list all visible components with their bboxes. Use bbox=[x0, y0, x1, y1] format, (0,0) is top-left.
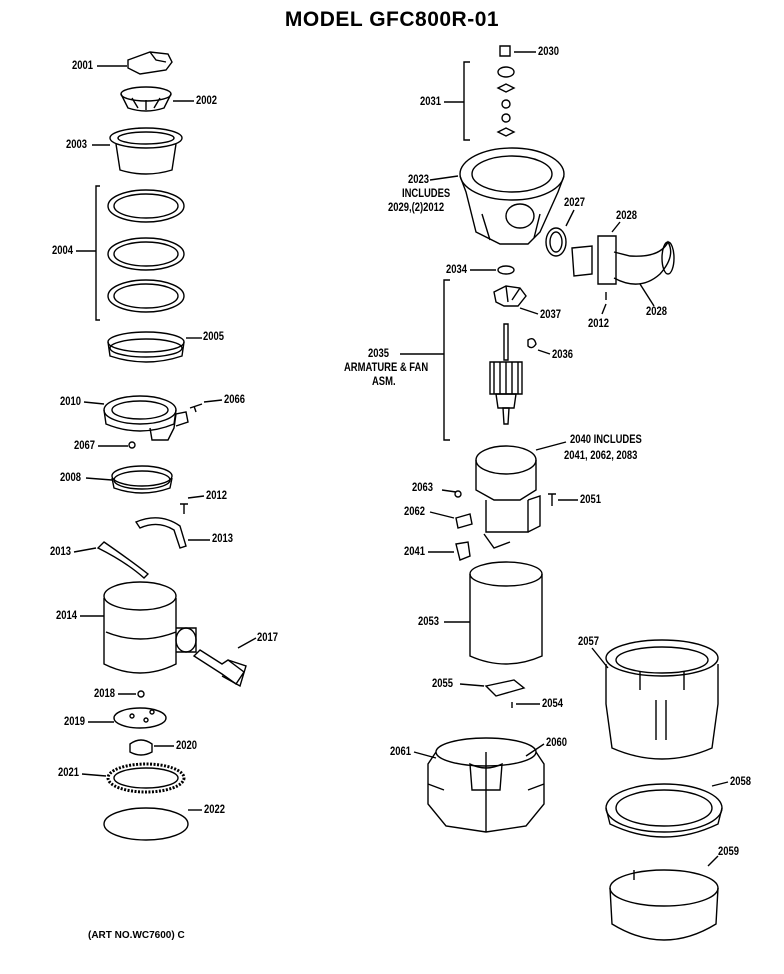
part-label-2018: 2018 bbox=[94, 688, 115, 700]
part-label-2035: 2035 bbox=[368, 348, 389, 360]
lower-shell-part bbox=[427, 737, 545, 833]
gasket-rings-part bbox=[107, 189, 185, 313]
part-label-2031: 2031 bbox=[420, 96, 441, 108]
part-label-2054: 2054 bbox=[542, 698, 563, 710]
part-label-2022: 2022 bbox=[204, 804, 225, 816]
part-label-2067: 2067 bbox=[74, 440, 95, 452]
part-label-2023-sub: 2029,(2)2012 bbox=[388, 202, 445, 214]
part-label-2013-right: 2013 bbox=[212, 533, 233, 545]
part-label-2034: 2034 bbox=[446, 264, 467, 276]
grinding-plate-part bbox=[113, 707, 167, 729]
drain-gasket-part bbox=[545, 227, 567, 257]
part-label-2023: 2023 bbox=[408, 174, 429, 186]
part-label-2040-sub: 2041, 2062, 2083 bbox=[564, 450, 638, 462]
part-label-2012-right: 2012 bbox=[588, 318, 609, 330]
diagram-title: MODEL GFC800R-01 bbox=[284, 8, 500, 31]
part-label-2035-desc: ARMATURE & FAN bbox=[344, 362, 429, 374]
drain-elbow-part bbox=[571, 235, 675, 285]
part-label-2066: 2066 bbox=[224, 394, 245, 406]
part-label-2021: 2021 bbox=[58, 767, 79, 779]
part-label-2013-left: 2013 bbox=[50, 546, 71, 558]
part-label-2003: 2003 bbox=[66, 139, 87, 151]
part-label-2060: 2060 bbox=[546, 737, 567, 749]
bottom-cover-part bbox=[609, 869, 719, 941]
part-label-2004: 2004 bbox=[52, 245, 73, 257]
strainer-part bbox=[120, 86, 172, 112]
part-label-2005: 2005 bbox=[203, 331, 224, 343]
snap-ring-part bbox=[111, 465, 173, 494]
mounting-ring-part bbox=[107, 331, 185, 363]
upper-housing-part bbox=[459, 147, 565, 245]
part-label-2058: 2058 bbox=[730, 776, 751, 788]
part-label-2027: 2027 bbox=[564, 197, 585, 209]
part-label-2063: 2063 bbox=[412, 482, 433, 494]
outer-skirt-part bbox=[605, 639, 719, 760]
inlet-tube-part bbox=[192, 649, 247, 688]
part-label-2012-left: 2012 bbox=[206, 490, 227, 502]
part-label-2053: 2053 bbox=[418, 616, 439, 628]
part-label-2001: 2001 bbox=[72, 60, 93, 72]
motor-hardware-part bbox=[496, 66, 516, 137]
part-label-2057: 2057 bbox=[578, 636, 599, 648]
part-label-2061: 2061 bbox=[390, 746, 411, 758]
part-label-2028-bottom: 2028 bbox=[646, 306, 667, 318]
stopper-knob-part bbox=[127, 51, 173, 75]
part-label-2055: 2055 bbox=[432, 678, 453, 690]
part-label-2028-top: 2028 bbox=[616, 210, 637, 222]
part-label-2002: 2002 bbox=[196, 95, 217, 107]
part-label-2037: 2037 bbox=[540, 309, 561, 321]
part-label-2035-asm: ASM. bbox=[372, 376, 396, 388]
armature-part bbox=[489, 323, 523, 425]
part-label-2020: 2020 bbox=[176, 740, 197, 752]
part-label-2051: 2051 bbox=[580, 494, 601, 506]
part-label-2030: 2030 bbox=[538, 46, 559, 58]
bottom-ring-part bbox=[605, 783, 723, 838]
part-label-2059: 2059 bbox=[718, 846, 739, 858]
shredder-ring-part bbox=[106, 762, 186, 794]
fan-blade-part bbox=[493, 285, 527, 307]
motor-shell-part bbox=[469, 561, 543, 665]
motor-switch-assembly-part bbox=[475, 445, 541, 549]
part-label-2017: 2017 bbox=[257, 632, 278, 644]
part-label-2023-includes: INCLUDES bbox=[402, 188, 451, 200]
part-label-2008: 2008 bbox=[60, 472, 81, 484]
bottom-gasket-part bbox=[103, 807, 189, 841]
clamp-ring-part bbox=[103, 395, 189, 441]
part-label-2014: 2014 bbox=[56, 610, 77, 622]
part-label-2040: 2040 INCLUDES bbox=[570, 434, 642, 446]
art-number-footer: (ART NO.WC7600) C bbox=[88, 930, 185, 941]
sink-flange-part bbox=[109, 127, 183, 175]
part-label-2041: 2041 bbox=[404, 546, 425, 558]
part-label-2019: 2019 bbox=[64, 716, 85, 728]
part-label-2062: 2062 bbox=[404, 506, 425, 518]
hopper-body-part bbox=[103, 581, 197, 674]
part-label-2010: 2010 bbox=[60, 396, 81, 408]
part-label-2036: 2036 bbox=[552, 349, 573, 361]
